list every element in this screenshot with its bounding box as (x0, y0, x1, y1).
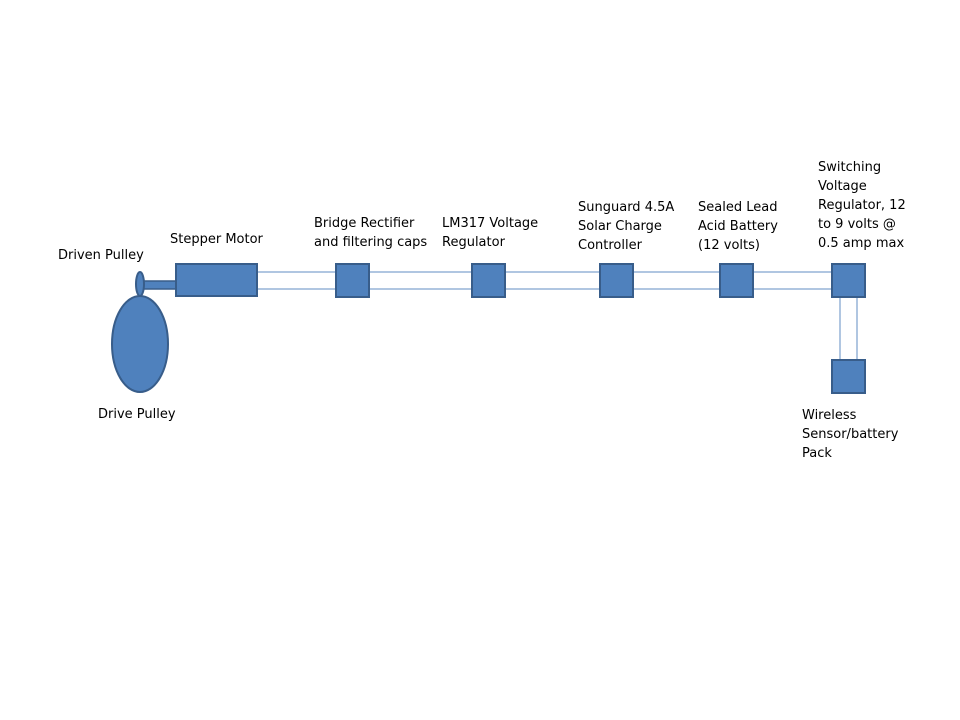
stepper-motor-label: Stepper Motor (170, 232, 263, 247)
driven-pulley-label: Driven Pulley (58, 248, 144, 263)
lm317-regulator-label: LM317 Voltage Regulator (442, 216, 539, 250)
drive-pulley-label: Drive Pulley (98, 407, 176, 422)
wireless-sensor-label: Wireless Sensor/battery Pack (802, 408, 899, 461)
battery-label: Sealed Lead Acid Battery (12 volts) (698, 200, 778, 253)
lm317-regulator-block (471, 263, 506, 298)
stepper-motor-block (175, 263, 258, 297)
charge-controller-label: Sunguard 4.5A Solar Charge Controller (578, 200, 675, 253)
drive-pulley (111, 295, 169, 393)
bridge-rectifier-label: Bridge Rectifier and filtering caps (314, 216, 428, 250)
switching-regulator-label: Switching Voltage Regulator, 12 to 9 vol… (818, 160, 906, 251)
motor-shaft (141, 280, 178, 290)
battery-block (719, 263, 754, 298)
wireless-sensor-block (831, 359, 866, 394)
charge-controller-block (599, 263, 634, 298)
switching-regulator-block (831, 263, 866, 298)
driven-pulley (135, 271, 145, 297)
bridge-rectifier-block (335, 263, 370, 298)
